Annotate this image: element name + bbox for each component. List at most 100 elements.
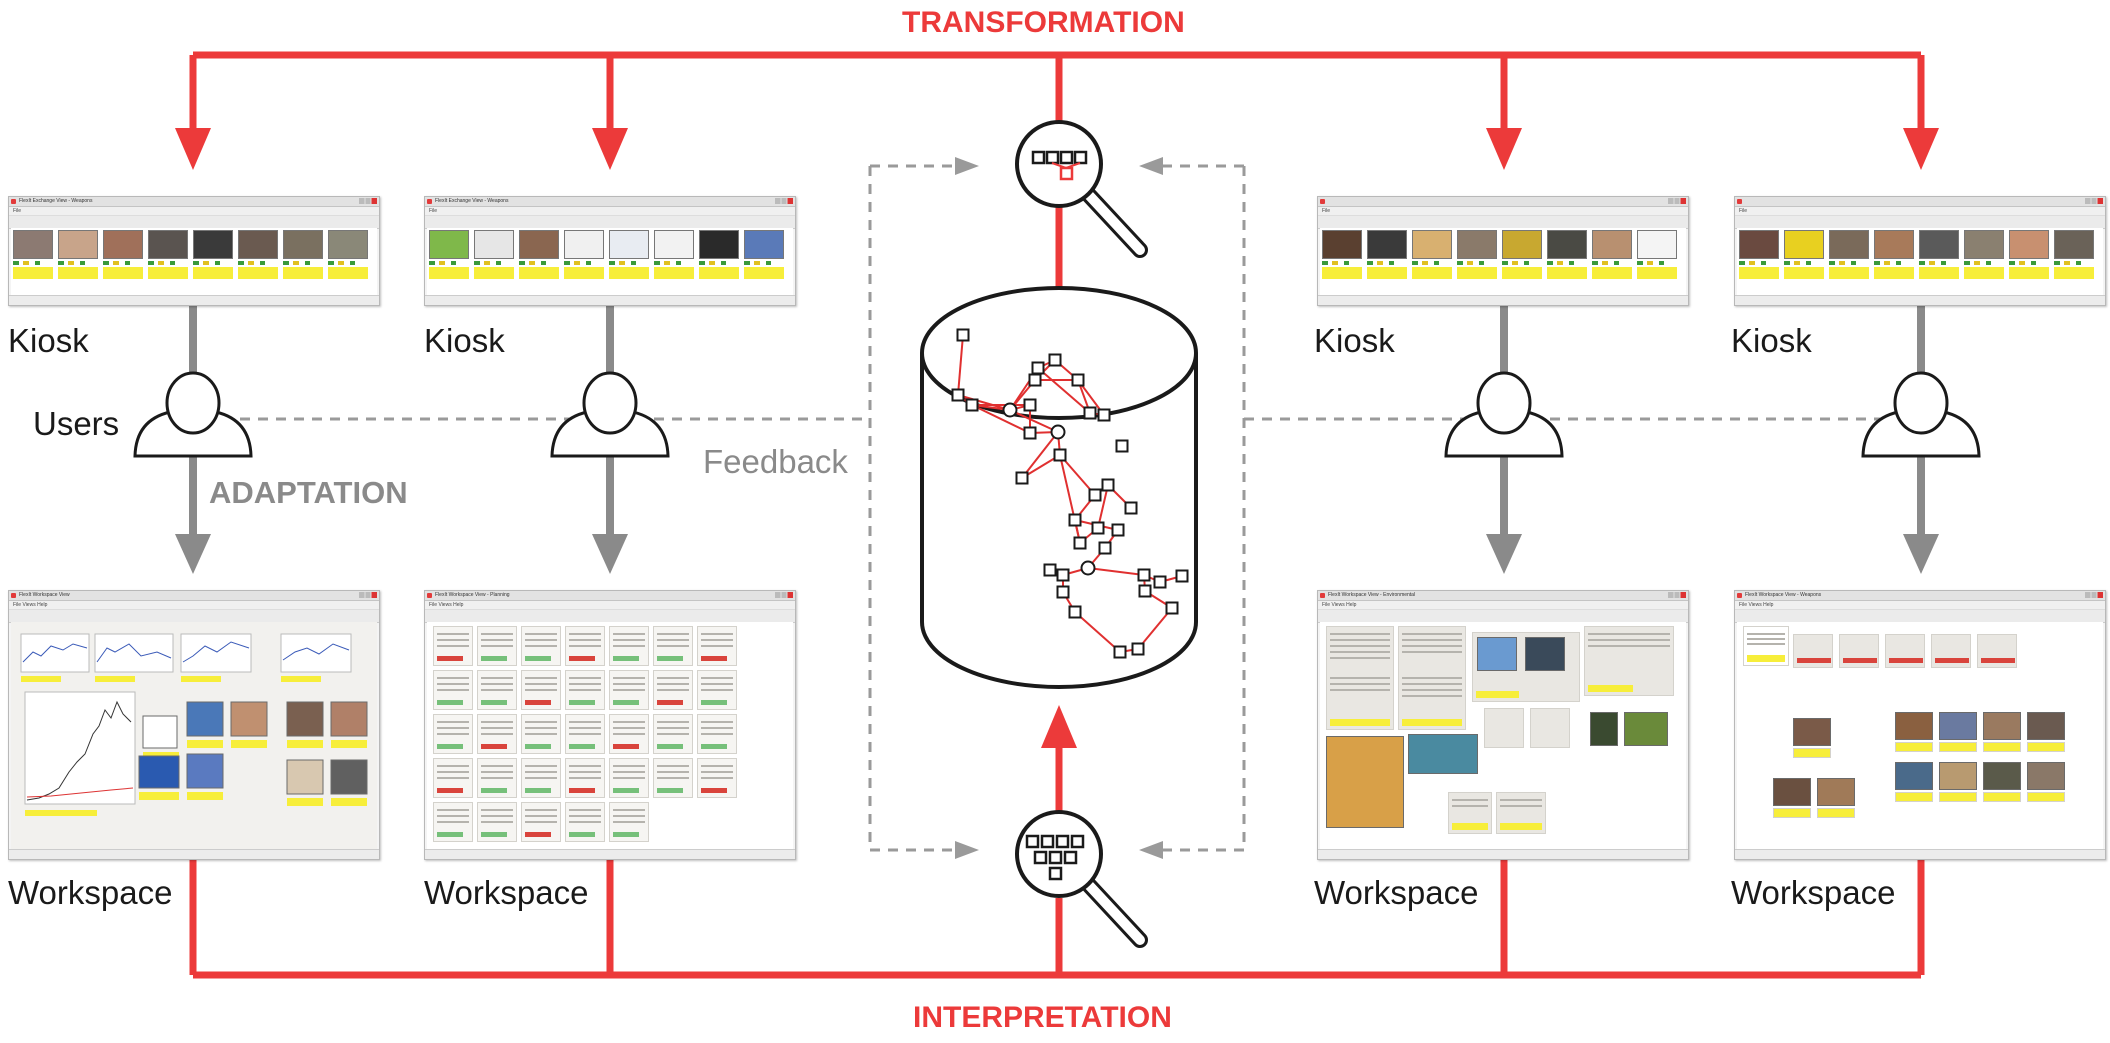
photo <box>1895 712 1933 740</box>
plan-card <box>697 758 737 798</box>
plan-card <box>521 714 561 754</box>
window-close-dot <box>11 199 16 204</box>
window-titlebar: FlexIt Workspace View - Weapons <box>1735 591 2105 601</box>
photo <box>2027 762 2065 790</box>
kiosk-strip <box>1320 228 1686 295</box>
kiosk-label-1: Kiosk <box>8 322 89 359</box>
kiosk-thumbnail <box>13 230 53 280</box>
window-title: FlexIt Exchange View - Weapons <box>19 198 93 204</box>
satellite-image <box>1408 734 1478 774</box>
kiosk-thumbnail <box>1637 230 1677 280</box>
plan-card <box>433 670 473 710</box>
workspace-window-2: FlexIt Workspace View - Planning File Vi… <box>424 590 796 860</box>
window-menubar: File Views Help <box>1318 601 1688 610</box>
plan-card <box>433 802 473 842</box>
graph-node <box>1083 406 1097 420</box>
plan-card <box>609 802 649 842</box>
window-scrollbar[interactable] <box>425 295 795 305</box>
workspace-window-4: FlexIt Workspace View - Weapons File Vie… <box>1734 590 2106 860</box>
photo <box>1773 778 1811 806</box>
photo <box>1939 762 1977 790</box>
photo-note <box>1895 792 1933 802</box>
kiosk-thumbnail <box>1829 230 1869 280</box>
status-card <box>1931 634 1971 668</box>
note-card <box>1326 626 1394 730</box>
window-scrollbar[interactable] <box>9 295 379 305</box>
workspace-content <box>20 633 368 816</box>
photo-note <box>1793 748 1831 758</box>
graph-node <box>1088 488 1102 502</box>
window-close-dot <box>1320 199 1325 204</box>
transformation-arrowheads <box>175 128 1939 170</box>
knowledge-graph <box>951 328 1189 659</box>
kiosk-thumbnail <box>744 230 784 280</box>
photo <box>1939 712 1977 740</box>
window-scrollbar[interactable] <box>1318 295 1688 305</box>
kiosk-thumbnail <box>148 230 188 280</box>
kiosk-thumbnail <box>699 230 739 280</box>
plan-card <box>565 670 605 710</box>
note-card <box>1472 632 1580 702</box>
graph-node <box>1080 560 1096 576</box>
window-menubar: File <box>425 207 795 216</box>
window-controls <box>1668 592 1686 598</box>
status-card <box>1977 634 2017 668</box>
graph-edge <box>971 404 1031 434</box>
graph-node <box>1097 408 1111 422</box>
plan-card <box>653 758 693 798</box>
window-menubar: File Views Help <box>9 601 379 610</box>
interpretation-arrowhead <box>1041 705 1077 748</box>
window-titlebar <box>1318 197 1688 207</box>
graph-node <box>1138 584 1152 598</box>
workspace-canvas <box>1737 622 2103 849</box>
graph-node <box>956 328 970 342</box>
status-card <box>1793 634 1833 668</box>
photo-note <box>1773 808 1811 818</box>
graph-node <box>1048 353 1062 367</box>
kiosk-thumbnail <box>519 230 559 280</box>
note-card <box>1398 626 1466 730</box>
window-close-dot <box>1320 593 1325 598</box>
graph-edge <box>1059 454 1096 496</box>
plan-card <box>565 626 605 666</box>
workspace-label-4: Workspace <box>1731 874 1896 911</box>
window-title: FlexIt Workspace View - Planning <box>435 592 510 598</box>
graph-edge <box>1037 367 1091 414</box>
workspace-canvas <box>1320 622 1686 849</box>
feedback-label: Feedback <box>703 443 848 480</box>
kiosk-thumbnail <box>2054 230 2094 280</box>
kiosk-thumbnail <box>429 230 469 280</box>
graph-node <box>965 398 979 412</box>
graph-node <box>1137 568 1151 582</box>
window-close-dot <box>427 593 432 598</box>
photo <box>1817 778 1855 806</box>
window-title: FlexIt Workspace View - Environmental <box>1328 592 1416 598</box>
graph-node <box>1056 585 1070 599</box>
kiosk-thumbnail <box>564 230 604 280</box>
workspace-window-3: FlexIt Workspace View - Environmental Fi… <box>1317 590 1689 860</box>
graph-node <box>1073 536 1087 550</box>
kiosk-thumbnail <box>1784 230 1824 280</box>
graph-edge <box>1097 484 1109 529</box>
graph-edge <box>1137 607 1173 650</box>
graph-node <box>1023 398 1037 412</box>
kiosk-thumbnail <box>328 230 368 280</box>
plan-card <box>697 670 737 710</box>
window-scrollbar[interactable] <box>1735 295 2105 305</box>
note-card <box>1484 708 1524 748</box>
plan-card <box>477 758 517 798</box>
window-titlebar: FlexIt Exchange View - Weapons <box>425 197 795 207</box>
window-menubar: File <box>9 207 379 216</box>
plan-card <box>433 758 473 798</box>
window-close-dot <box>1737 199 1742 204</box>
graph-edge <box>957 334 964 396</box>
graph-node <box>1071 373 1085 387</box>
graph-edge <box>1059 454 1081 544</box>
kiosk-thumbnail <box>193 230 233 280</box>
graph-node <box>1043 563 1057 577</box>
graph-edge <box>1074 611 1121 653</box>
photo <box>2027 712 2065 740</box>
plan-card <box>697 626 737 666</box>
window-title: FlexIt Exchange View - Weapons <box>435 198 509 204</box>
graph-node <box>1124 501 1138 515</box>
